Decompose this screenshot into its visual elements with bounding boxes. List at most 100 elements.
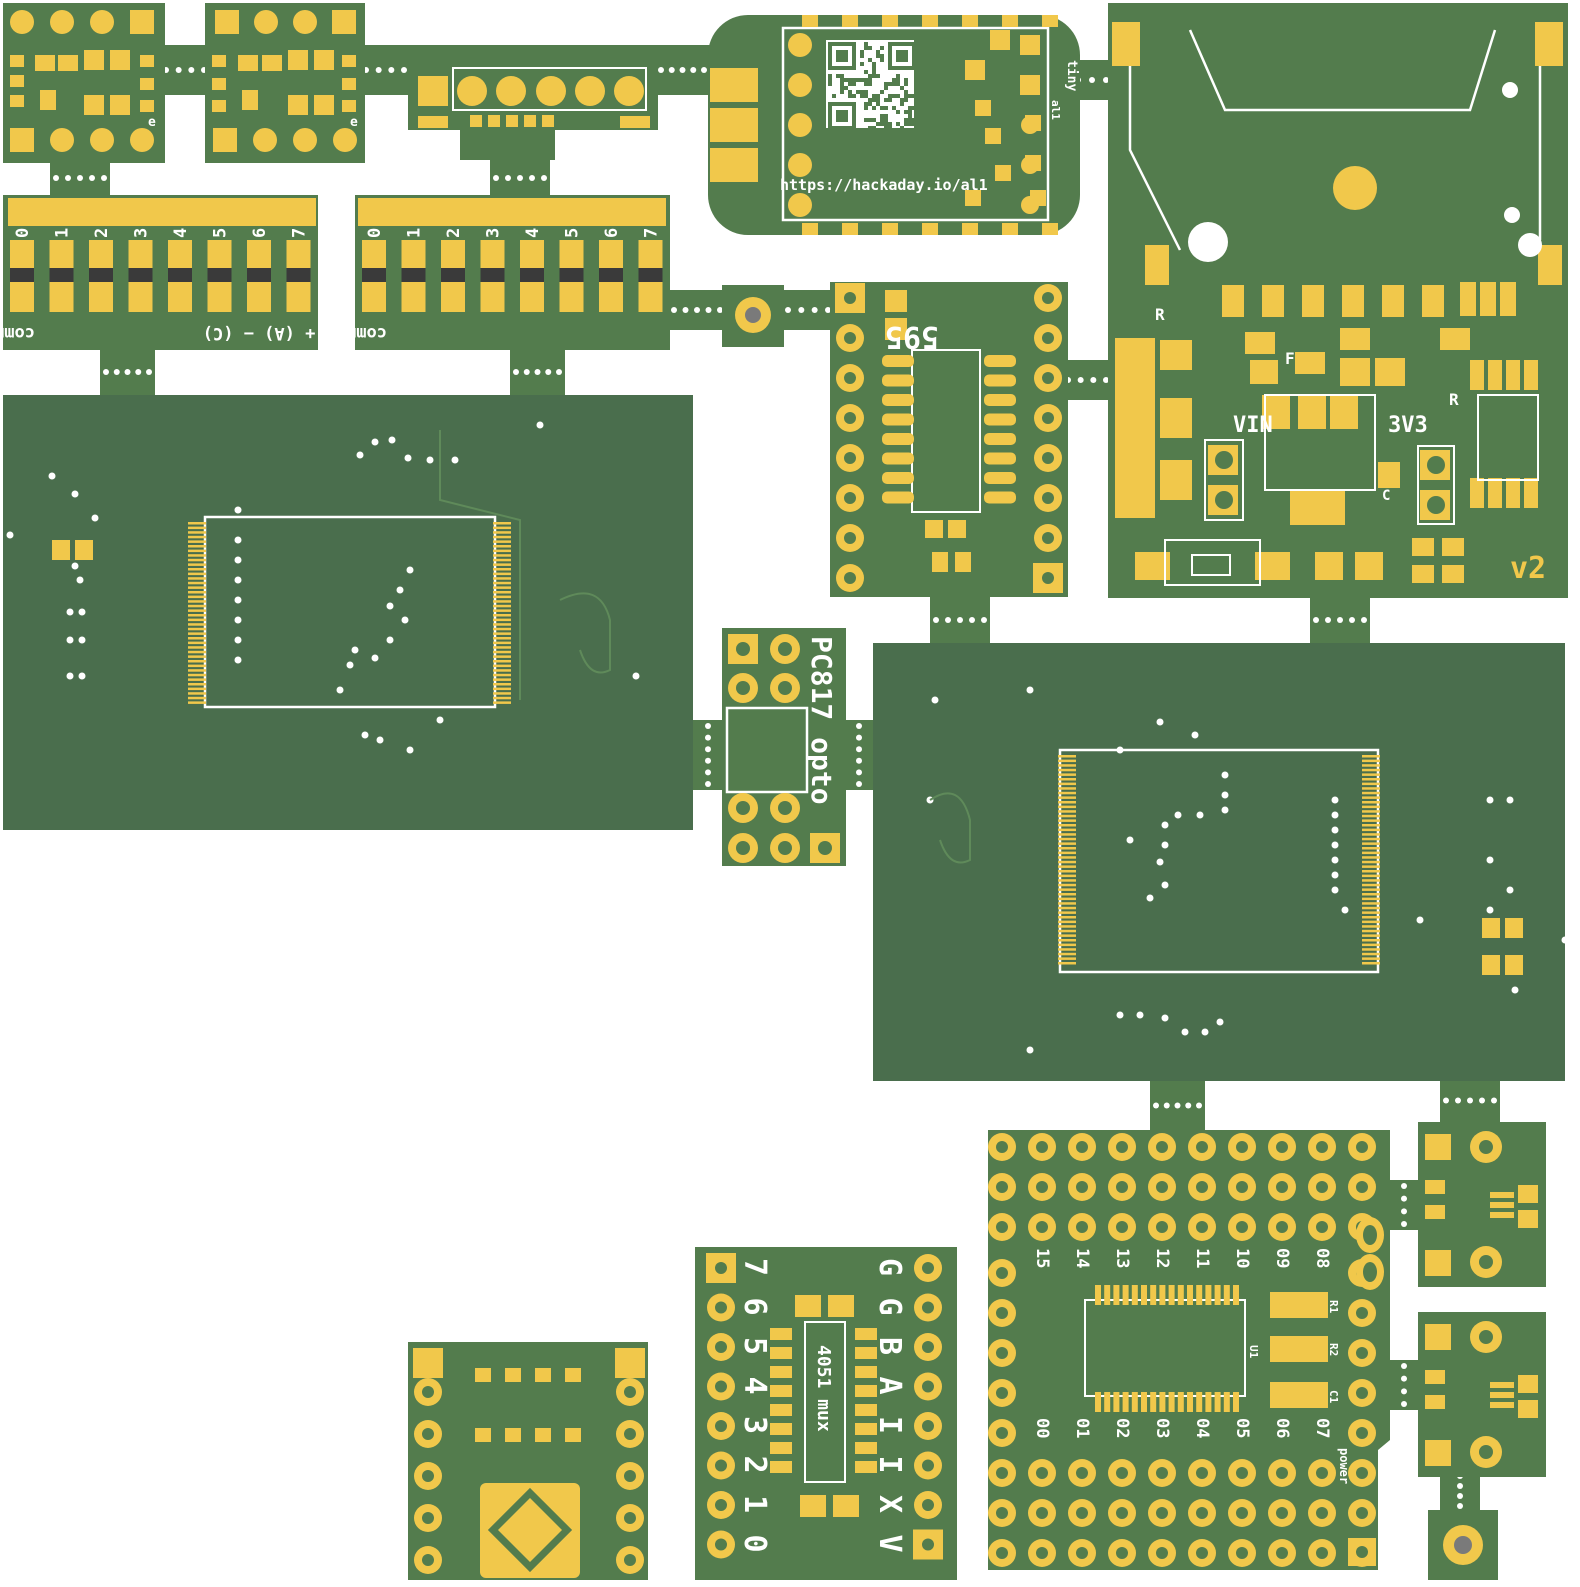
via (1331, 841, 1339, 849)
tsop-pin (1058, 865, 1076, 868)
tsop-pin (493, 526, 511, 530)
tab-hole (682, 307, 689, 313)
qr-cell (880, 106, 884, 110)
qr-cell (876, 122, 880, 126)
tsop-pin (188, 568, 206, 571)
qr-cell (856, 90, 860, 94)
qr-cell (860, 94, 864, 98)
tab-hole (1401, 1375, 1407, 1382)
qr-cell (884, 122, 888, 126)
soic-pad (1168, 1392, 1175, 1412)
qr-cell (900, 98, 904, 102)
edge-pin (962, 15, 978, 27)
tsop-pin (1058, 906, 1076, 910)
via (1026, 686, 1034, 694)
tsop-pin (1362, 837, 1380, 841)
tsop-pin (1362, 911, 1380, 914)
qr-cell (896, 74, 900, 78)
breakaway-tabs (50, 45, 1500, 1512)
via (426, 456, 434, 464)
tsop-pin (1362, 929, 1380, 933)
tsop-pin (1058, 782, 1076, 786)
qr-cell (844, 86, 848, 90)
via (1156, 858, 1164, 866)
tsop-pin (1058, 787, 1076, 790)
tsop-pin (188, 609, 206, 612)
soic-pad (984, 452, 1016, 465)
via (1161, 881, 1169, 889)
soic-pad (984, 355, 1016, 367)
res-f-label: F (1285, 349, 1295, 368)
tsop-pin (188, 650, 206, 654)
edge-pin (882, 15, 898, 27)
via (361, 731, 369, 739)
mux-pin-label: 7 (737, 1258, 772, 1276)
board-sot-adapter-2: e (205, 3, 365, 163)
tsop-pin (493, 646, 511, 649)
tsop-pin (493, 554, 511, 557)
soic-pad (1122, 1285, 1129, 1305)
soic-pad (1177, 1392, 1184, 1412)
soic-pad (1168, 1285, 1175, 1305)
pin-hole (844, 452, 856, 464)
tab-hole (375, 67, 382, 73)
proto-hole-drill (1196, 1141, 1208, 1153)
via (1161, 821, 1169, 829)
via (78, 608, 86, 616)
tab-hole (1185, 1102, 1192, 1109)
tab-hole (705, 781, 711, 787)
tab-hole (856, 723, 862, 729)
tab-hole (668, 67, 675, 73)
tab-hole (101, 175, 107, 181)
tsop-pin (1058, 851, 1076, 855)
via (1331, 856, 1339, 864)
proto-hole-drill (996, 1507, 1008, 1519)
proto-hole-drill (996, 1141, 1008, 1153)
pin-hole (715, 1301, 727, 1314)
tsop-pin (188, 577, 206, 580)
proto-label: 03 (1152, 1418, 1172, 1438)
tsop-pin (1362, 833, 1380, 836)
r2-label: R2 (1327, 1343, 1340, 1356)
3v3-label: 3V3 (1388, 413, 1428, 438)
u1-label: U1 (1247, 1345, 1260, 1359)
tab-hole (957, 617, 963, 623)
res-r-label: R (1155, 305, 1165, 324)
via (371, 654, 379, 662)
tsop-pin (1362, 943, 1380, 947)
tsop-pin (188, 627, 206, 631)
power-label: power (1337, 1448, 1351, 1484)
tsop-pin (1058, 847, 1076, 850)
tsop-pin (1058, 911, 1076, 914)
tab-hole (705, 307, 712, 313)
soic-pad (855, 1461, 877, 1473)
tsop-pin (1058, 934, 1076, 937)
dip-switch-slider (441, 268, 465, 282)
qr-cell (868, 74, 872, 78)
edge-pin (922, 15, 938, 27)
tsop-pin (1058, 828, 1076, 832)
tsop-pin (493, 568, 511, 571)
qr-cell (868, 58, 872, 62)
qr-cell (872, 74, 876, 78)
proto-label: 01 (1072, 1418, 1092, 1438)
tsop-pin (188, 540, 206, 543)
tsop-pin (493, 683, 511, 686)
proto-hole-drill (1116, 1507, 1128, 1519)
tab-hole (1479, 1097, 1485, 1104)
tsop-pin (1362, 791, 1380, 795)
via (451, 456, 459, 464)
tsop-pin (188, 586, 206, 589)
qr-cell (864, 94, 868, 98)
pin-hole (1042, 292, 1054, 304)
soic-pad (984, 491, 1016, 504)
proto-hole-drill (1276, 1467, 1288, 1479)
tsop-pin (1362, 755, 1380, 758)
tab-hole (856, 757, 862, 764)
tsop-pin (1362, 897, 1380, 901)
tab-hole (701, 67, 707, 73)
tsop-pin (1362, 888, 1380, 891)
board-header-adapter (408, 45, 658, 160)
tsop-pin (1058, 957, 1076, 960)
soic-pad (984, 433, 1016, 445)
